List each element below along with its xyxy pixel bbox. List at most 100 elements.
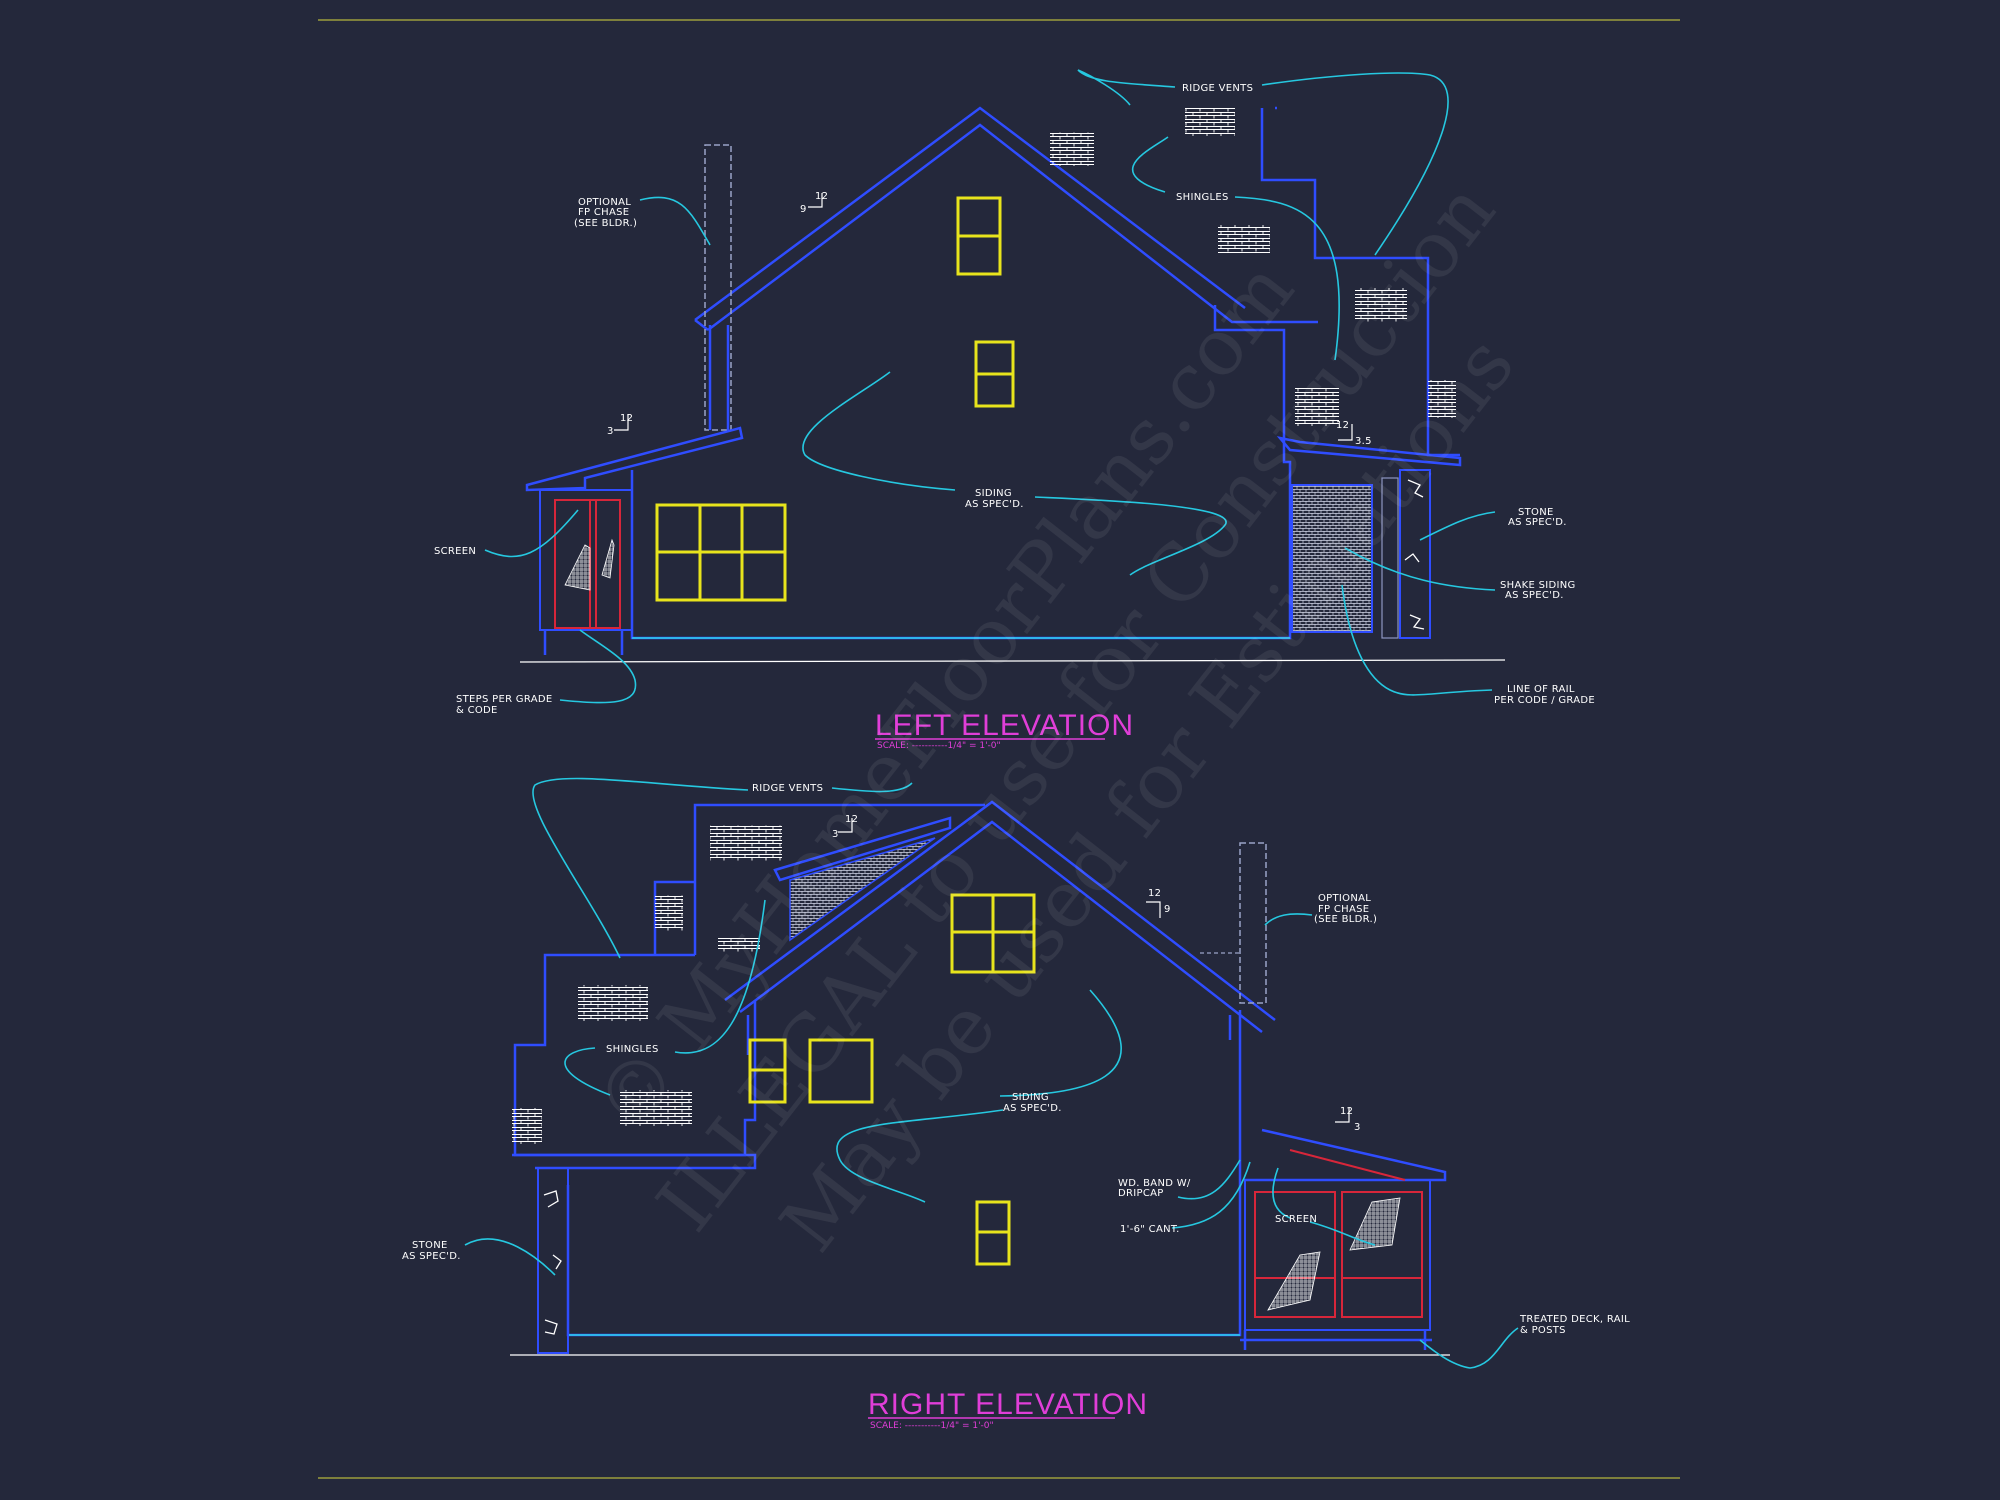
svg-text:AS SPEC'D.: AS SPEC'D.: [402, 1251, 461, 1262]
leader-band: [1177, 1159, 1241, 1200]
stone-texture: [543, 1190, 562, 1335]
svg-text:& POSTS: & POSTS: [1520, 1325, 1566, 1336]
svg-text:SHAKE SIDING: SHAKE SIDING: [1500, 580, 1576, 591]
gable-fascia: [746, 1015, 1232, 1055]
window-small-left: [748, 1038, 787, 1104]
label-steps: STEPS PER GRADE & CODE: [456, 694, 552, 716]
svg-text:AS SPEC'D.: AS SPEC'D.: [965, 499, 1024, 510]
window-mid: [974, 340, 1015, 408]
right-elevation-scale: SCALE: -----------1/4" = 1'-0": [870, 1421, 994, 1431]
right-low-roof: [1276, 436, 1462, 467]
watermark: © MyHomeFloorPlans.com ILLEGAL to use fo…: [578, 167, 1532, 1269]
svg-text:FP CHASE: FP CHASE: [1318, 904, 1369, 915]
svg-text:STEPS PER GRADE: STEPS PER GRADE: [456, 694, 552, 705]
pitch-symbol-porch: 3 12: [607, 413, 633, 437]
svg-text:AS SPEC'D.: AS SPEC'D.: [1508, 517, 1567, 528]
svg-text:FP CHASE: FP CHASE: [578, 207, 629, 218]
grade-line: [519, 659, 1506, 663]
svg-text:LINE OF RAIL: LINE OF RAIL: [1507, 684, 1575, 695]
label-siding: SIDING AS SPEC'D.: [1003, 1092, 1061, 1114]
label-wd-band: WD. BAND W/ DRIPCAP: [1118, 1178, 1191, 1199]
stone-texture: [1404, 479, 1425, 630]
leader-shingles: [564, 899, 766, 1096]
left-low-roof-band: [512, 1153, 757, 1170]
svg-text:SIDING: SIDING: [1012, 1092, 1049, 1103]
roof-edge: [694, 319, 709, 331]
watermark-line-2: ILLEGAL to use for Construction: [640, 167, 1512, 1248]
shingle-patch: [1428, 380, 1456, 418]
main-gable-roof: [694, 106, 1246, 322]
screen-door: [554, 499, 621, 629]
shingle-patch: [512, 1108, 542, 1144]
svg-text:12: 12: [620, 413, 633, 424]
svg-text:AS SPEC'D.: AS SPEC'D.: [1505, 590, 1564, 601]
svg-text:3.5: 3.5: [1355, 436, 1372, 447]
label-fp-chase: OPTIONAL FP CHASE (SEE BLDR.): [574, 197, 637, 229]
svg-text:OPTIONAL: OPTIONAL: [578, 197, 631, 208]
leader-ridge-vents: [532, 777, 913, 959]
pitch-symbol-main: 12 9: [1146, 888, 1170, 918]
label-ridge-vents: RIDGE VENTS: [752, 783, 823, 794]
svg-text:& CODE: & CODE: [456, 705, 498, 716]
label-shingles: SHINGLES: [1176, 192, 1229, 203]
label-stone: STONE AS SPEC'D.: [402, 1240, 461, 1262]
porch-red-trim: [1289, 1149, 1406, 1181]
shingle-patch: [1185, 108, 1235, 136]
right-elevation: 12 9 12 3 12 3 RIDGE VENTS SHINGLES SIDI…: [402, 777, 1630, 1431]
label-shingles: SHINGLES: [606, 1044, 659, 1055]
fp-chase: [1239, 842, 1267, 1004]
leader-rail: [1341, 584, 1493, 696]
leader-cant: [1171, 1161, 1251, 1229]
label-fp-chase: OPTIONAL FP CHASE (SEE BLDR.): [1314, 893, 1377, 925]
leader-steps: [559, 629, 637, 704]
shake-siding-panel: [1291, 484, 1373, 633]
window-triple-lower: [655, 503, 787, 602]
shingle-patch: [710, 825, 782, 861]
svg-text:3: 3: [832, 829, 839, 840]
chase-lower: [708, 325, 730, 430]
leader-stone: [464, 1238, 556, 1276]
screen-panels: [1254, 1191, 1423, 1318]
svg-text:WD. BAND W/: WD. BAND W/: [1118, 1178, 1191, 1189]
deck-line: [1240, 1330, 1432, 1350]
window-gable-double: [950, 893, 1036, 974]
main-gable-roof-inner: [707, 123, 1318, 331]
leader-stone: [1419, 511, 1496, 541]
shingle-patch: [655, 895, 683, 931]
label-treated-deck: TREATED DECK, RAIL & POSTS: [1519, 1314, 1630, 1336]
pitch-symbol-right: 12 3.5: [1336, 420, 1372, 447]
svg-text:OPTIONAL: OPTIONAL: [1318, 893, 1371, 904]
leader-shingles: [1131, 136, 1340, 361]
stone-column: [537, 1167, 569, 1354]
leader-chase: [639, 196, 711, 246]
pitch-symbol-left: 12 3: [832, 814, 858, 840]
label-screen: SCREEN: [434, 546, 476, 557]
leader-deck: [1419, 1327, 1519, 1369]
shingle-patch: [578, 985, 648, 1021]
shingle-patch: [718, 938, 760, 952]
leader-screen: [1272, 1167, 1376, 1246]
shingle-patch: [620, 1090, 692, 1126]
window-square: [808, 1038, 874, 1104]
porch-roof: [1245, 1128, 1447, 1182]
main-gable-roof-inner: [739, 820, 1263, 1033]
svg-text:12: 12: [1340, 1106, 1353, 1117]
shingle-patch: [1355, 288, 1407, 322]
fp-chase: [704, 144, 732, 431]
porch-frame: [539, 489, 633, 631]
pitch-symbol-main: 9 12: [800, 191, 828, 215]
svg-text:(SEE BLDR.): (SEE BLDR.): [1314, 914, 1377, 925]
left-elevation: 9 12 3 12 12 3.5 RIDGE VENTS SHINGLES OP…: [434, 69, 1595, 751]
shingle-patch: [1295, 388, 1339, 426]
svg-text:(SEE BLDR.): (SEE BLDR.): [574, 218, 637, 229]
svg-text:DRIPCAP: DRIPCAP: [1118, 1188, 1164, 1199]
shingle-patch: [1218, 225, 1270, 253]
shingle-patch: [1050, 132, 1094, 166]
svg-text:STONE: STONE: [1518, 507, 1554, 518]
svg-text:TREATED DECK, RAIL: TREATED DECK, RAIL: [1519, 1314, 1630, 1325]
window-lower: [975, 1200, 1011, 1266]
stone-column: [1399, 469, 1431, 639]
leader-siding: [836, 989, 1122, 1203]
porch-roof: [525, 426, 744, 492]
